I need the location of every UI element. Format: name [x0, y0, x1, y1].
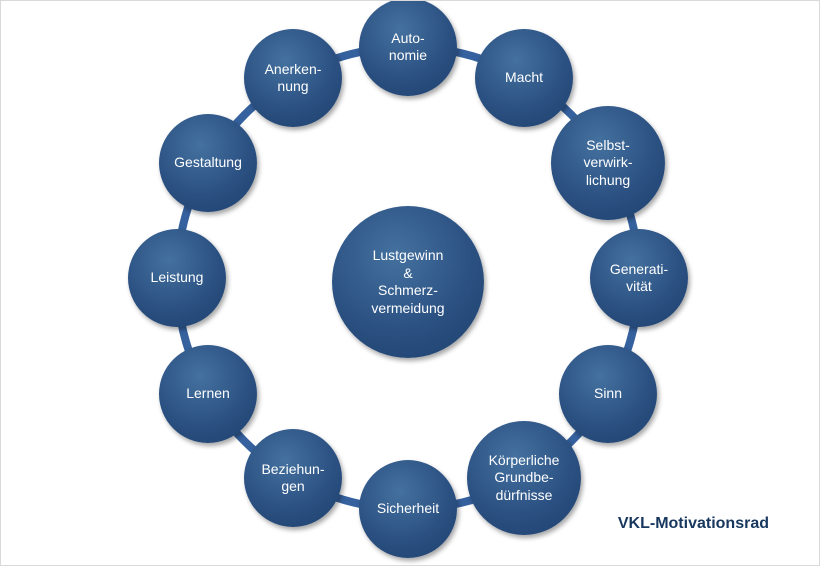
node-label: Generati- vität	[609, 260, 669, 295]
node-label: Lernen	[186, 385, 230, 402]
node-label: Anerken- nung	[264, 60, 322, 95]
node-autonomie: Auto- nomie	[359, 1, 457, 96]
center-node-label: Lustgewinn & Schmerz- vermeidung	[371, 247, 445, 316]
node-macht: Macht	[475, 29, 573, 127]
node-beziehungen: Beziehun- gen	[244, 429, 342, 527]
node-label: Sinn	[593, 385, 623, 402]
node-koerperliche-grundbeduerfnisse: Körperliche Grundbe- dürfnisse	[467, 421, 581, 535]
node-anerkennung: Anerken- nung	[244, 29, 342, 127]
node-label: Körperliche Grundbe- dürfnisse	[488, 451, 560, 503]
node-selbstverwirklichung: Selbst- verwirk- lichung	[551, 106, 665, 220]
node-label: Auto- nomie	[388, 29, 428, 64]
node-gestaltung: Gestaltung	[159, 114, 257, 212]
node-label: Gestaltung	[174, 154, 242, 171]
node-label: Sicherheit	[376, 500, 440, 517]
node-generativitaet: Generati- vität	[590, 229, 688, 327]
node-sinn: Sinn	[559, 345, 657, 443]
wheel-caption: VKL-Motivationsrad	[617, 515, 769, 532]
node-label: Selbst- verwirk- lichung	[583, 136, 633, 188]
node-lernen: Lernen	[159, 345, 257, 443]
node-label: Macht	[504, 69, 544, 86]
node-sicherheit: Sicherheit	[359, 460, 457, 558]
node-label: Leistung	[150, 269, 204, 286]
node-leistung: Leistung	[128, 229, 226, 327]
node-lustgewinn-schmerzvermeidung: Lustgewinn & Schmerz- vermeidung	[332, 206, 484, 358]
node-label: Beziehun- gen	[261, 460, 325, 495]
